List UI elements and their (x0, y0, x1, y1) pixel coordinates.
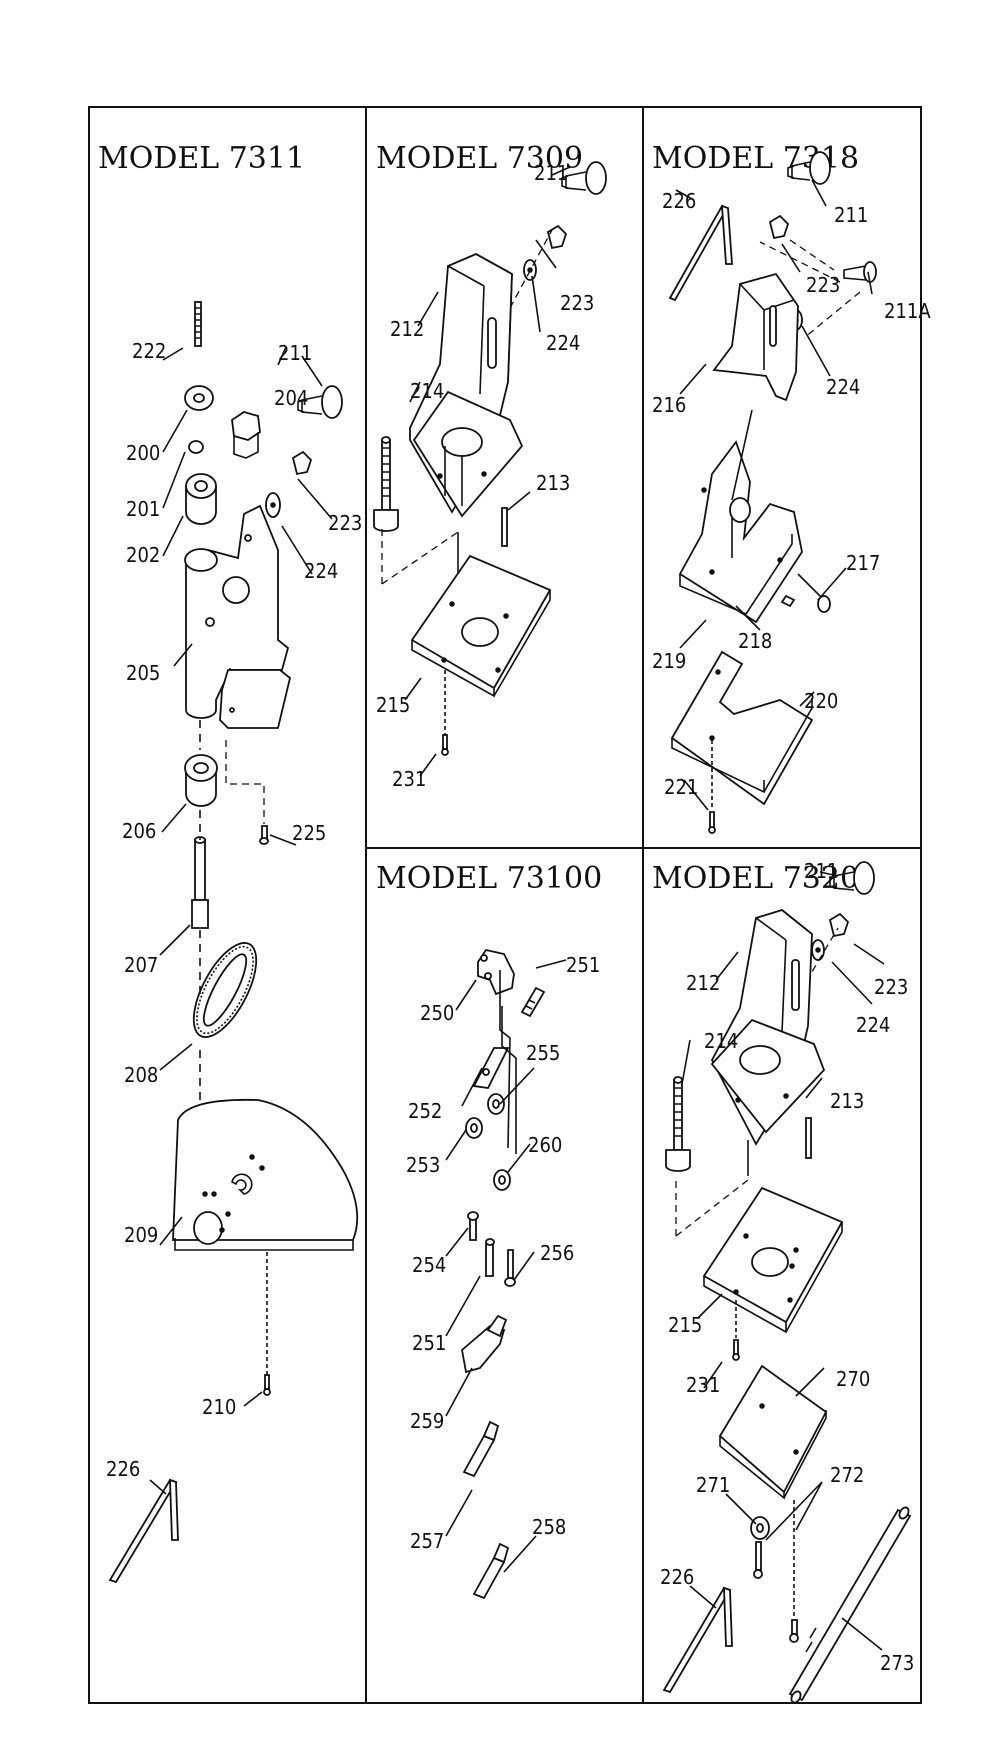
callout-225: 225 (292, 821, 326, 845)
callout-217: 217 (846, 551, 880, 575)
callout-214: 214 (410, 379, 444, 403)
callout-255: 255 (526, 1041, 560, 1065)
callout-226: 226 (660, 1565, 694, 1589)
callout-251: 251 (566, 953, 600, 977)
callout-202: 202 (126, 543, 160, 567)
panel-model-7309: MODEL 7309 (373, 141, 607, 791)
callout-211: 211 (278, 341, 312, 365)
callout-224: 224 (304, 559, 338, 583)
callout-253: 253 (406, 1153, 440, 1177)
callout-211: 211 (534, 161, 568, 185)
callout-204: 204 (274, 386, 308, 410)
callout-226: 226 (106, 1457, 140, 1481)
callout-224: 224 (546, 331, 580, 355)
panel-title: MODEL 7320 (652, 861, 859, 896)
callout-259: 259 (410, 1409, 444, 1433)
callout-209: 209 (124, 1223, 158, 1247)
callout-224: 224 (856, 1013, 890, 1037)
callout-250: 250 (420, 1001, 454, 1025)
callout-258: 258 (532, 1515, 566, 1539)
panel-title: MODEL 73100 (376, 861, 602, 896)
panel-frame (88, 106, 922, 1704)
callout-207: 207 (124, 953, 158, 977)
callout-206: 206 (122, 819, 156, 843)
callout-218: 218 (738, 629, 772, 653)
callout-216: 216 (652, 393, 686, 417)
callout-213: 213 (536, 471, 570, 495)
panel-model-7311: MODEL 7311 (98, 141, 362, 1584)
callout-224: 224 (826, 375, 860, 399)
callout-271: 271 (696, 1473, 730, 1497)
callout-223: 223 (328, 511, 362, 535)
callout-221: 221 (664, 775, 698, 799)
callout-223: 223 (806, 273, 840, 297)
panel-model-7320: MODEL 7320 (652, 859, 914, 1704)
callout-254: 254 (412, 1253, 446, 1277)
callout-270: 270 (836, 1367, 870, 1391)
callout-211a: 211A (884, 299, 931, 323)
callout-214: 214 (704, 1029, 738, 1053)
callout-213: 213 (830, 1089, 864, 1113)
panel-title: MODEL 7311 (98, 141, 305, 176)
callout-257: 257 (410, 1529, 444, 1553)
callout-256: 256 (540, 1241, 574, 1265)
callout-220: 220 (804, 689, 838, 713)
callout-215: 215 (668, 1313, 702, 1337)
callout-215: 215 (376, 693, 410, 717)
callout-251-lower: 251 (412, 1331, 446, 1355)
callout-210: 210 (202, 1395, 236, 1419)
callout-252: 252 (408, 1099, 442, 1123)
callout-211: 211 (834, 203, 868, 227)
callout-212: 212 (390, 317, 424, 341)
callout-222: 222 (132, 339, 166, 363)
panel-title: MODEL 7309 (376, 141, 583, 176)
callout-200: 200 (126, 441, 160, 465)
panel-model-73100: MODEL 73100 250 (376, 861, 602, 1600)
callout-272: 272 (830, 1463, 864, 1487)
callout-260: 260 (528, 1133, 562, 1157)
callout-208: 208 (124, 1063, 158, 1087)
callout-223: 223 (560, 291, 594, 315)
callout-212: 212 (686, 971, 720, 995)
callout-211: 211 (804, 859, 838, 883)
callout-273: 273 (880, 1651, 914, 1675)
callout-231: 231 (392, 767, 426, 791)
callout-219: 219 (652, 649, 686, 673)
callout-205: 205 (126, 661, 160, 685)
callout-226: 226 (662, 189, 696, 213)
callout-231: 231 (686, 1373, 720, 1397)
callout-201: 201 (126, 497, 160, 521)
callout-223: 223 (874, 975, 908, 999)
panel-model-7318: MODEL 7318 (652, 141, 931, 834)
